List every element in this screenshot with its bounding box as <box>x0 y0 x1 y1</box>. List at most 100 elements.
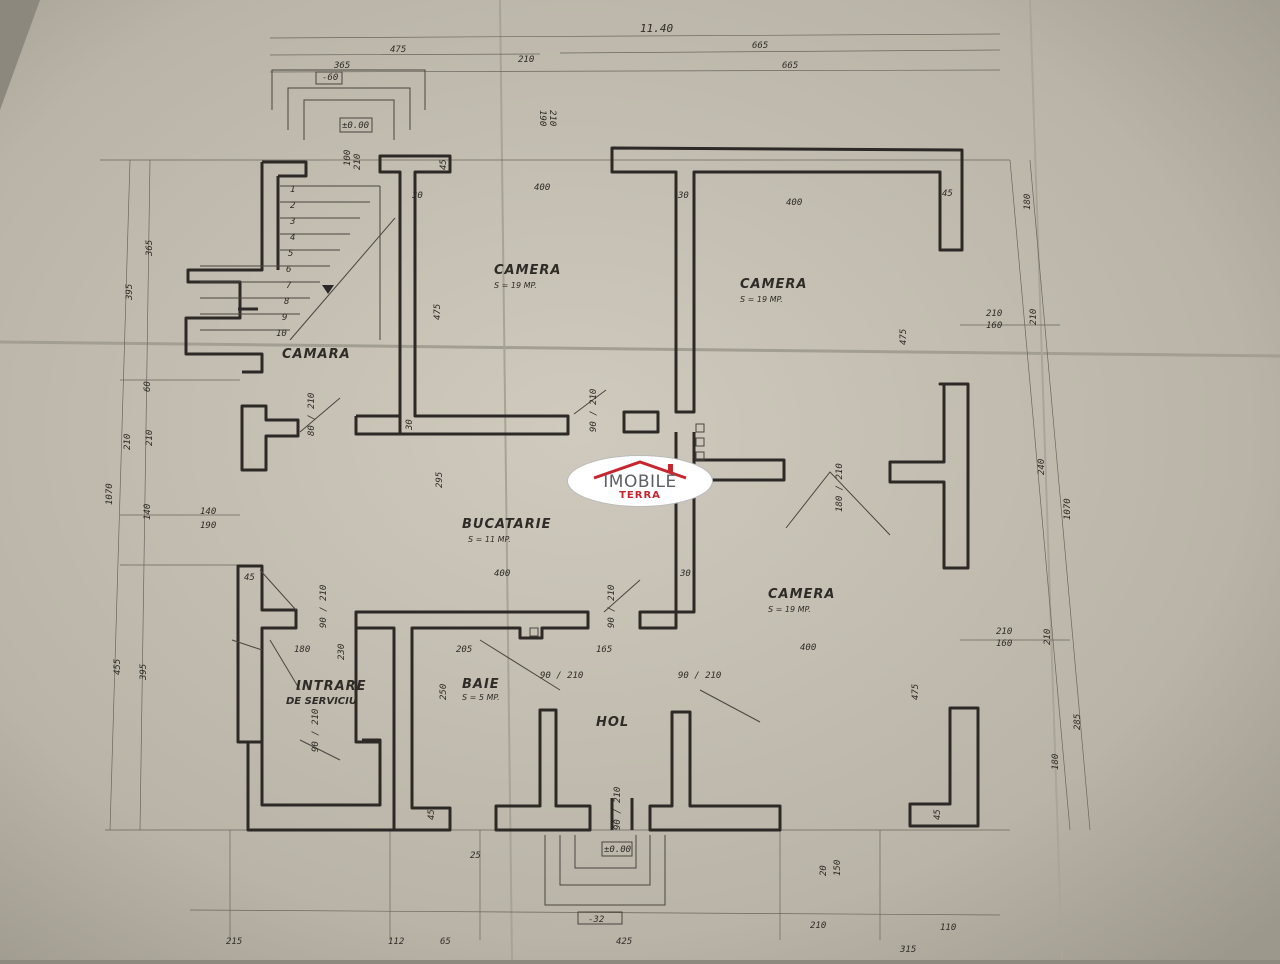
stair-6: 6 <box>286 265 291 275</box>
room-camera-2-name: CAMERA <box>740 277 808 292</box>
dim-int-210: 210 <box>353 154 363 170</box>
level-minus-32: -32 <box>588 915 604 925</box>
door-camera-1: 90 / 210 <box>589 389 599 432</box>
dim-int-30d: 30 <box>679 569 691 579</box>
room-camera-1-area: S = 19 MP. <box>494 281 537 290</box>
dim-bottom-65: 65 <box>440 937 451 947</box>
dim-int-400d: 400 <box>800 643 816 653</box>
dim-int-250: 250 <box>439 684 449 700</box>
dim-top-365: 365 <box>333 61 350 71</box>
logo-line-1: IMOBILE <box>603 472 677 492</box>
dim-right-180: 180 <box>1023 194 1033 210</box>
stair-8: 8 <box>284 297 289 307</box>
stair-4: 4 <box>290 233 295 243</box>
dim-int-100: 100 <box>343 150 353 166</box>
stair-2: 2 <box>290 201 295 211</box>
dimension-labels: 11.40 475 365 665 665 210 190 210 1070 3… <box>105 22 1083 955</box>
door-intrare: 90 / 210 <box>319 585 329 628</box>
room-camera-3-area: S = 19 MP. <box>768 605 811 614</box>
room-intrare-name: INTRARE <box>296 679 367 694</box>
stair-10: 10 <box>276 329 287 339</box>
level-zero-top: ±0.00 <box>342 121 369 131</box>
dim-left-210a: 210 <box>123 434 133 450</box>
door-camera-3: 90 / 210 <box>678 671 721 681</box>
dim-bottom-425: 425 <box>616 937 632 947</box>
dim-int-45c: 45 <box>942 189 953 199</box>
dim-int-30a: 30 <box>411 191 423 201</box>
dim-right-160a: 160 <box>986 321 1002 331</box>
dim-right-210c: 210 <box>996 627 1012 637</box>
dim-int-45d: 45 <box>427 809 437 820</box>
dim-top-475: 475 <box>390 45 406 55</box>
stair-steps <box>200 69 666 925</box>
overall-width-label: 11.40 <box>640 22 673 35</box>
dim-int-400a: 400 <box>534 183 550 193</box>
dim-bottom-110: 110 <box>940 923 956 933</box>
dim-left-455: 455 <box>113 659 123 675</box>
room-camara-name: CAMARA <box>282 347 351 362</box>
dim-left-1070: 1070 <box>105 483 115 505</box>
stair-1: 1 <box>290 185 295 195</box>
dim-top-665a: 665 <box>752 41 768 51</box>
dim-right-285: 285 <box>1073 714 1083 730</box>
dim-left-60: 60 <box>143 381 153 392</box>
dim-int-230: 230 <box>337 644 347 660</box>
level-zero-bottom: ±0.00 <box>604 845 631 855</box>
dim-top-210: 210 <box>518 55 534 65</box>
room-intrare-subname: DE SERVICIU <box>286 696 357 707</box>
door-main: 90 / 210 <box>613 787 623 830</box>
dim-left-210b: 210 <box>145 430 155 446</box>
stair-7: 7 <box>286 281 292 291</box>
dim-top-665b: 665 <box>782 61 798 71</box>
stair-numbers: 1 2 3 4 5 6 7 8 9 10 <box>276 185 295 339</box>
dim-bottom-315: 315 <box>899 945 916 955</box>
dim-int-205: 205 <box>456 645 472 655</box>
dim-right-1070: 1070 <box>1063 498 1073 520</box>
dim-int-400c: 400 <box>494 569 510 579</box>
dim-right-180b: 180 <box>1051 754 1061 770</box>
fold-line-right <box>1029 0 1063 961</box>
dim-int-400b: 400 <box>786 198 802 208</box>
dim-bottom-20: 20 <box>819 865 829 876</box>
door-service: 90 / 210 <box>311 709 321 752</box>
dim-int-30b: 30 <box>677 191 689 201</box>
dim-bottom-215: 215 <box>226 937 242 947</box>
dim-top-210b: 210 <box>547 110 557 126</box>
dim-bottom-25: 25 <box>470 851 481 861</box>
roof-icon <box>593 460 687 480</box>
stair-5: 5 <box>288 249 293 259</box>
dim-int-295: 295 <box>435 472 445 488</box>
dim-int-45b: 45 <box>439 159 449 170</box>
room-labels: CAMERA S = 19 MP. CAMERA S = 19 MP. CAME… <box>282 263 835 730</box>
dim-left-395b: 395 <box>139 664 149 681</box>
door-swings <box>231 389 891 761</box>
door-camara: 80 / 210 <box>307 393 317 436</box>
logo-line-2: TERRA <box>619 490 661 501</box>
dim-int-475c: 475 <box>911 684 921 700</box>
dim-left-365: 365 <box>145 240 155 257</box>
dim-int-45a: 45 <box>244 573 255 583</box>
door-baie: 90 / 210 <box>540 671 583 681</box>
dim-int-475a: 475 <box>433 304 443 320</box>
room-camera-2-area: S = 19 MP. <box>740 295 783 304</box>
dim-top-190: 190 <box>537 110 547 126</box>
dim-window-190: 190 <box>200 521 216 531</box>
room-bucatarie-name: BUCATARIE <box>462 517 551 532</box>
dim-right-210a: 210 <box>986 309 1002 319</box>
dim-left-140: 140 <box>143 504 153 520</box>
room-baie-area: S = 5 MP. <box>462 693 500 702</box>
dim-right-240: 240 <box>1037 459 1047 475</box>
door-hol-top: 90 / 210 <box>607 585 617 628</box>
dim-right-210d: 210 <box>1043 629 1053 645</box>
dim-bottom-210: 210 <box>810 921 826 931</box>
dim-int-165: 165 <box>596 645 612 655</box>
dim-int-180: 180 <box>294 645 310 655</box>
dim-bottom-150: 150 <box>833 860 843 876</box>
stair-9: 9 <box>282 313 287 323</box>
dim-right-210b: 210 <box>1029 309 1039 325</box>
walls <box>184 146 980 832</box>
dim-window-140: 140 <box>200 507 216 517</box>
room-bucatarie-area: S = 11 MP. <box>468 535 511 544</box>
dim-bottom-112: 112 <box>388 937 404 947</box>
